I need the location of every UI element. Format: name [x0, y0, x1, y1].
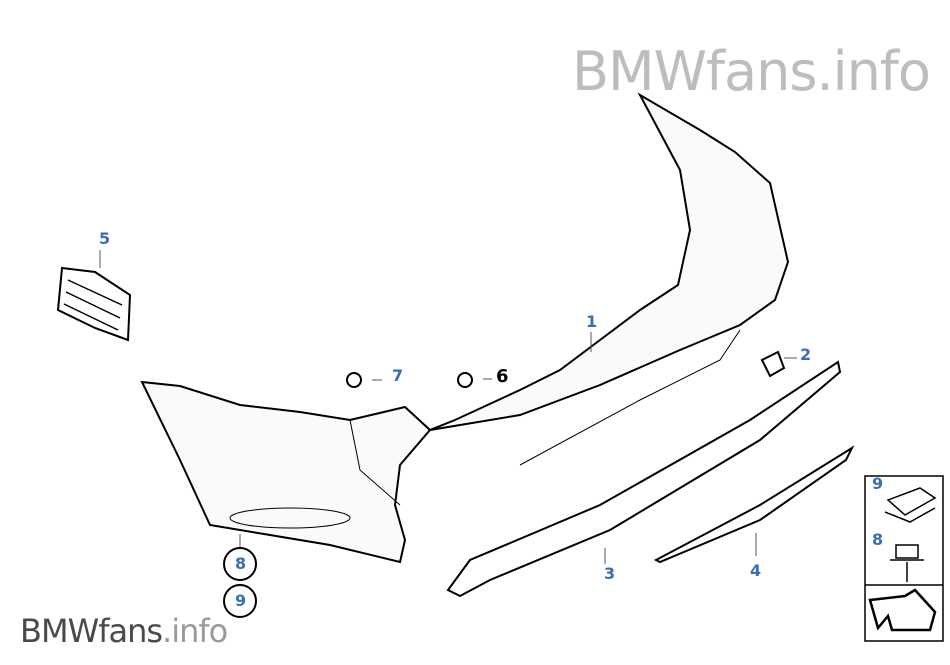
grille-part-5[interactable] [56, 266, 132, 342]
tow-hook-cover-part-2[interactable] [760, 350, 786, 378]
legend-box [864, 475, 944, 642]
nut-icon [884, 487, 937, 523]
legend-label-8: 8 [872, 530, 884, 549]
watermark-main: BMWfans [20, 612, 163, 650]
callout-circle-9 [223, 584, 257, 618]
callout-2: 2 [800, 345, 812, 364]
clip-part-6[interactable] [457, 372, 473, 388]
moulding-part-4[interactable] [653, 445, 855, 564]
callout-1: 1 [586, 312, 598, 331]
screw-icon [890, 544, 924, 582]
clip-part-7[interactable] [346, 372, 362, 388]
arrow-icon [868, 588, 937, 632]
callout-3: 3 [604, 564, 616, 583]
bumper-cover-part-1[interactable] [140, 92, 790, 564]
callout-5: 5 [99, 229, 111, 248]
trim-strip-part-3[interactable] [446, 360, 842, 598]
callout-6: 6 [496, 366, 509, 387]
callout-8: 8 [235, 554, 247, 573]
legend-label-9: 9 [872, 474, 884, 493]
watermark-bottom: BMWfans.info [20, 612, 228, 650]
callout-9: 9 [235, 591, 247, 610]
watermark-tld: .info [162, 612, 228, 650]
callout-circle-8 [223, 547, 257, 581]
watermark-top: BMWfans.info [572, 40, 931, 103]
callout-7: 7 [392, 366, 404, 385]
callout-4: 4 [750, 561, 762, 580]
